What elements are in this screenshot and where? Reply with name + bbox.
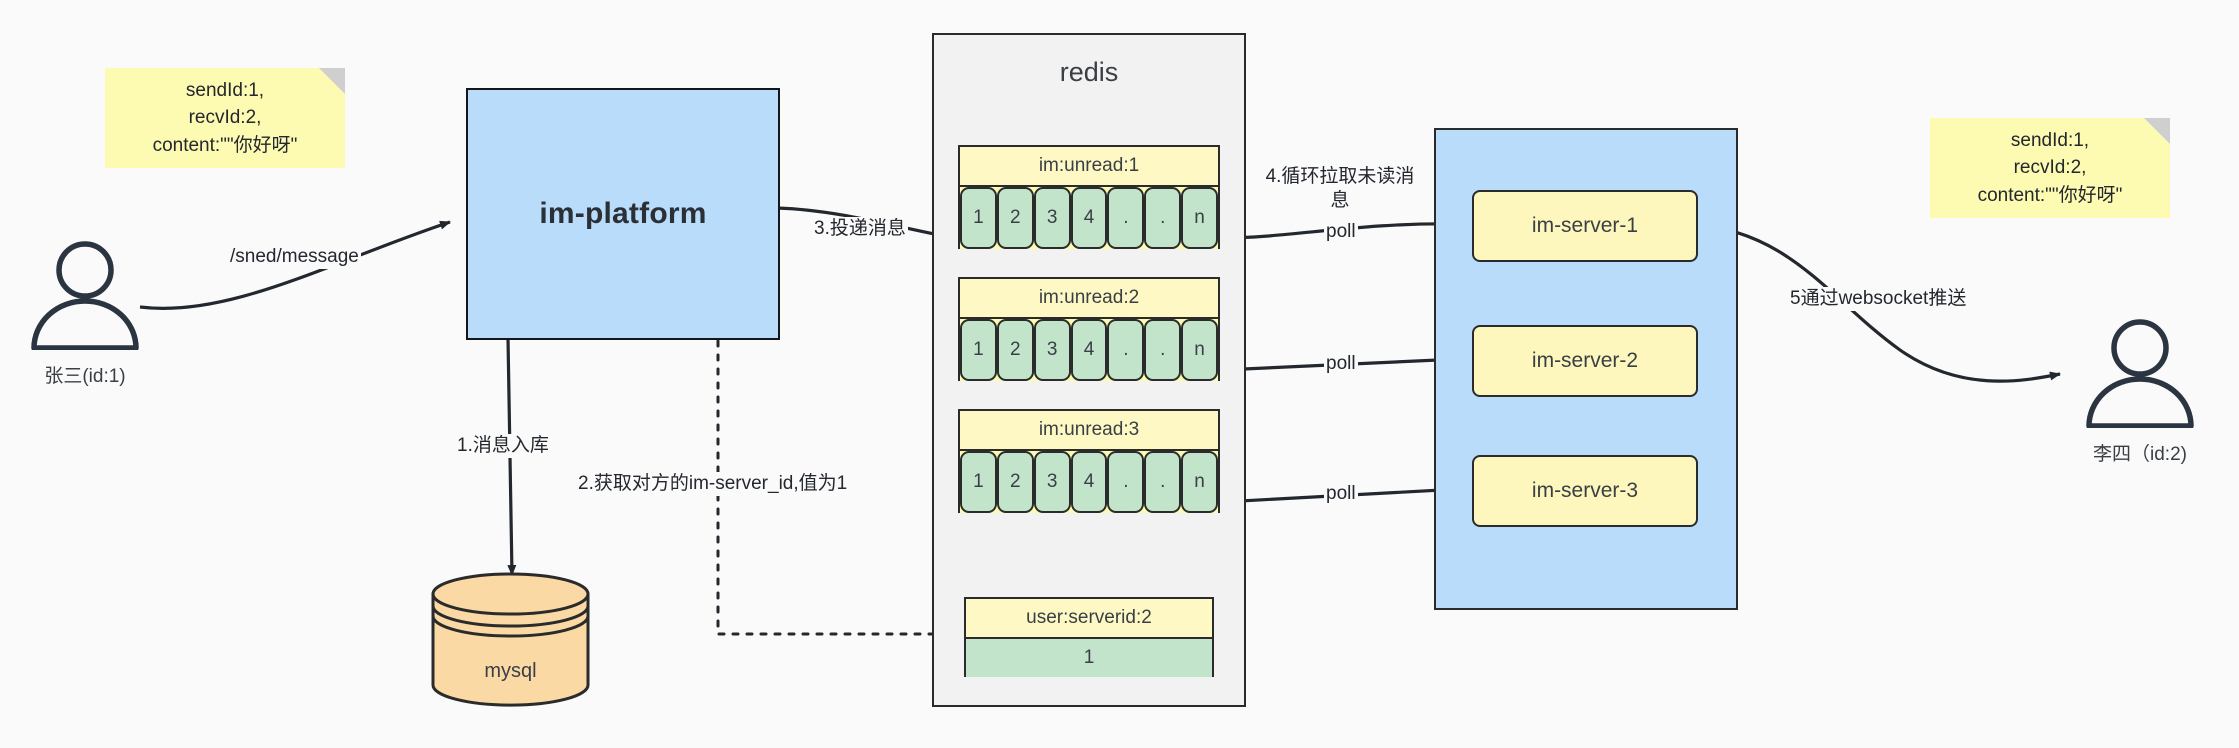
edge-label-poll-1: poll — [1324, 220, 1358, 244]
list-item: 2 — [996, 319, 1034, 381]
im-server-1-box[interactable]: im-server-1 — [1472, 190, 1698, 262]
database-cylinder-icon — [431, 572, 590, 707]
list-item: 3 — [1033, 319, 1071, 381]
redis-group-1-cells: 1 2 3 4 . . n — [960, 187, 1219, 249]
list-item: . — [1144, 187, 1182, 249]
im-platform-box[interactable]: im-platform — [466, 88, 780, 340]
list-item: 2 — [996, 187, 1034, 249]
edge-label-step1: 1.消息入库 — [455, 434, 551, 458]
list-item: 2 — [996, 451, 1034, 513]
list-item: . — [1144, 451, 1182, 513]
list-item: . — [1107, 319, 1145, 381]
list-item: n — [1181, 187, 1219, 249]
list-item: 4 — [1070, 187, 1108, 249]
redis-group-2-key: im:unread:2 — [960, 279, 1218, 319]
redis-title: redis — [1059, 57, 1119, 87]
im-server-1-label: im-server-1 — [1531, 214, 1639, 237]
edge-label-poll-2: poll — [1324, 352, 1358, 376]
list-item: 3 — [1033, 187, 1071, 249]
im-server-2-box[interactable]: im-server-2 — [1472, 325, 1698, 397]
user-icon — [31, 241, 139, 351]
list-item: 4 — [1070, 319, 1108, 381]
note-fold-icon — [319, 68, 345, 94]
note-left: sendId:1, recvId:2, content:""你好呀" — [105, 68, 345, 168]
note-right: sendId:1, recvId:2, content:""你好呀" — [1930, 118, 2170, 218]
list-item: 3 — [1033, 451, 1071, 513]
note-right-text: sendId:1, recvId:2, content:""你好呀" — [1977, 129, 2123, 206]
redis-group-2-cells: 1 2 3 4 . . n — [960, 319, 1219, 381]
edge-server1-to-receiver — [1689, 222, 2061, 383]
list-item: 4 — [1070, 451, 1108, 513]
edge-label-step3: 3.投递消息 — [812, 217, 908, 241]
redis-group-3-key: im:unread:3 — [960, 411, 1218, 451]
edge-label-send-message: /sned/message — [228, 245, 361, 269]
im-platform-label: im-platform — [539, 197, 707, 230]
redis-group-1-key: im:unread:1 — [960, 147, 1218, 187]
redis-group-im-unread-1: im:unread:1 1 2 3 4 . . n — [958, 145, 1220, 249]
redis-container: redis im:unread:1 1 2 3 4 . . n im:unrea… — [932, 33, 1246, 707]
im-server-2-label: im-server-2 — [1531, 349, 1639, 372]
list-item: . — [1144, 319, 1182, 381]
edge-label-step2: 2.获取对方的im-server_id,值为1 — [576, 472, 850, 496]
actor-receiver: 李四（id:2) — [2075, 318, 2205, 466]
note-left-text: sendId:1, recvId:2, content:""你好呀" — [152, 79, 298, 156]
mysql-database[interactable]: mysql — [428, 572, 593, 707]
list-item: 1 — [960, 319, 997, 381]
redis-group-im-unread-2: im:unread:2 1 2 3 4 . . n — [958, 277, 1220, 381]
redis-group-im-unread-3: im:unread:3 1 2 3 4 . . n — [958, 409, 1220, 513]
actor-receiver-label: 李四（id:2) — [2093, 444, 2187, 465]
actor-sender-label: 张三(id:1) — [44, 366, 126, 387]
edge-label-poll-3: poll — [1324, 482, 1358, 506]
edge-redis-to-platform-dotted — [713, 318, 964, 636]
list-item: 1 — [960, 187, 997, 249]
redis-kv-value: 1 — [966, 639, 1212, 677]
list-item: 1 — [960, 451, 997, 513]
mysql-label: mysql — [484, 660, 537, 682]
actor-sender: 张三(id:1) — [20, 240, 150, 388]
list-item: n — [1181, 319, 1219, 381]
note-fold-icon — [2144, 118, 2170, 144]
list-item: . — [1107, 187, 1145, 249]
redis-kv-key: user:serverid:2 — [966, 599, 1212, 639]
edge-sender-to-platform — [139, 220, 451, 310]
redis-kv-user-serverid: user:serverid:2 1 — [964, 597, 1214, 677]
edge-label-step5: 5通过websocket推送 — [1788, 287, 1969, 311]
im-server-3-label: im-server-3 — [1531, 479, 1639, 502]
edge-label-step4: 4.循环拉取未读消 息 — [1258, 165, 1422, 213]
im-server-3-box[interactable]: im-server-3 — [1472, 455, 1698, 527]
redis-group-3-cells: 1 2 3 4 . . n — [960, 451, 1219, 513]
user-icon — [2086, 319, 2194, 429]
list-item: . — [1107, 451, 1145, 513]
list-item: n — [1181, 451, 1219, 513]
